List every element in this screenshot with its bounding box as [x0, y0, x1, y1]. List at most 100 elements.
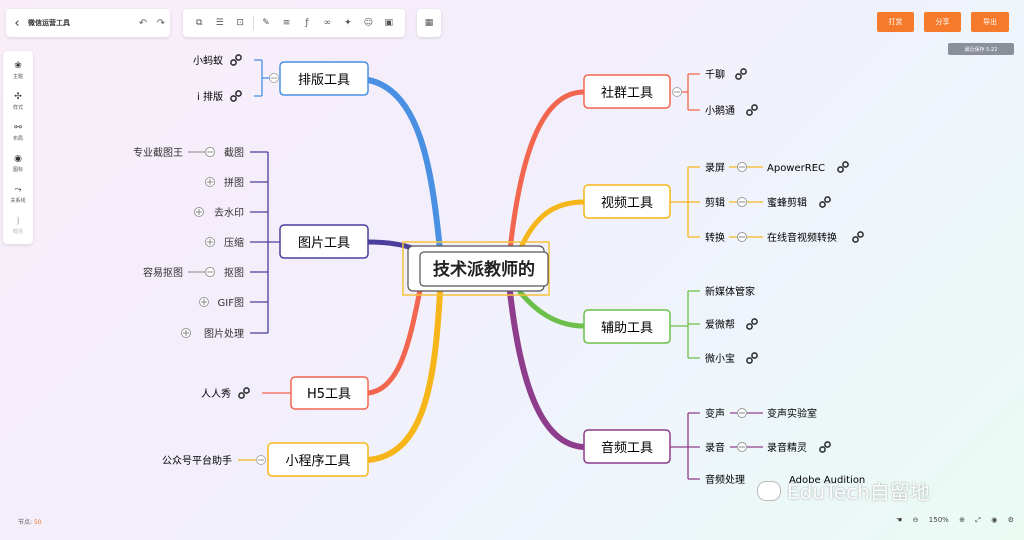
branch-connector [365, 77, 443, 253]
sidebar-item-label: 样式 [12, 105, 23, 111]
leaf-label: 小鹅通 [705, 104, 735, 117]
list-icon[interactable]: ≡ [282, 18, 291, 28]
branch-label: 小程序工具 [285, 454, 350, 469]
leaf-connector [250, 151, 280, 334]
undo-icon[interactable]: ↶ [138, 17, 148, 29]
leaf-label: 音频处理 [705, 473, 745, 486]
sidebar-item-label: 图标 [12, 167, 23, 173]
node-count-label: 节点: [18, 519, 33, 526]
branch-node-community[interactable] [583, 74, 671, 109]
link-icon[interactable] [852, 231, 864, 243]
format-painter-icon[interactable]: ✎ [262, 18, 270, 28]
leaf-label: 去水印 [214, 207, 244, 219]
leaf-connector [670, 166, 700, 238]
subleaf-label: 专业截图王 [133, 146, 183, 159]
link-icon[interactable] [230, 54, 242, 66]
eye-icon[interactable]: ◉ [991, 516, 998, 524]
qrcode-icon[interactable]: ▦ [417, 9, 441, 37]
leaf-label: 拼图 [224, 176, 244, 189]
link-icon[interactable] [837, 161, 849, 173]
leaf-label: 压缩 [224, 236, 244, 249]
leaf-label: 变声 [705, 407, 725, 420]
subleaf-label: 容易抠图 [143, 266, 183, 279]
link-icon[interactable] [735, 68, 747, 80]
branch-node-miniprogram[interactable] [267, 442, 369, 477]
branch-connector [507, 289, 587, 450]
subleaf-label: 在线音视频转换 [767, 231, 837, 244]
leaf-label: GIF图 [218, 297, 244, 309]
leaf-label: 爱微帮 [705, 318, 735, 331]
link-icon[interactable] [746, 318, 758, 330]
zoom-out-icon[interactable]: ⊖ [912, 516, 919, 524]
branch-connector [365, 239, 415, 251]
add-sibling-icon[interactable]: ☰ [215, 18, 224, 28]
leaf-label: i 排版 [197, 90, 223, 103]
sidebar-item-theme[interactable]: ❀主题 [13, 55, 23, 86]
leaf-connector [670, 290, 700, 359]
save-icon[interactable]: ▣ [384, 18, 393, 28]
autosave-status: 最近保存 5:22 [948, 43, 1014, 55]
branch-label: 视频工具 [601, 196, 653, 211]
leaf-label: 图片处理 [204, 327, 244, 340]
redo-icon[interactable]: ↷ [156, 17, 166, 29]
subleaf-label: Adobe Audition [789, 475, 865, 486]
leaf-label: 剪辑 [705, 196, 725, 209]
settings-icon[interactable]: ⚙ [1007, 516, 1014, 524]
sidebar-item-label: 主题 [12, 74, 23, 80]
magic-icon[interactable]: ✦ [344, 18, 352, 28]
sidebar-item-label: 关系线 [10, 198, 26, 204]
fullscreen-icon[interactable]: ⤢ [975, 515, 981, 524]
add-child-icon[interactable]: ⧉ [196, 18, 203, 28]
leaf-label: 小蚂蚁 [193, 54, 223, 67]
layout-icon: ⚯ [14, 123, 22, 133]
hand-icon[interactable]: ☚ [896, 516, 903, 524]
sidebar-item-style[interactable]: ✣ 样式 [13, 86, 23, 117]
sidebar-item-summary[interactable]: ⦘概括 [13, 210, 23, 241]
link-icon[interactable] [230, 90, 242, 102]
leaf-label: 微小宝 [705, 352, 735, 365]
sidebar-item-relation[interactable]: ⤳关系线 [10, 179, 25, 210]
summary-icon: ⦘ [16, 216, 20, 226]
link-icon[interactable] [819, 196, 831, 208]
wechat-icon [757, 480, 781, 501]
leaf-label: 千聊 [705, 68, 725, 81]
formula-icon[interactable]: ƒ [305, 18, 309, 28]
link-icon[interactable] [819, 441, 831, 453]
add-parent-icon[interactable]: ⊡ [236, 18, 244, 28]
sidebar-item-layout[interactable]: ⚯布局 [13, 117, 23, 148]
format-sidebar: ❀主题 ✣ 样式 ⚯布局 ◉ 图标 ⤳关系线 ⦘概括 [3, 51, 33, 244]
sidebar-item-marker[interactable]: ◉ 图标 [13, 148, 23, 179]
marker-icon: ◉ [14, 154, 22, 164]
leaf-label: 转换 [705, 231, 725, 244]
share-button[interactable]: 分享 [924, 12, 961, 32]
link-icon[interactable] [238, 387, 250, 399]
print-button[interactable]: 打赏 [877, 12, 914, 32]
link-icon[interactable] [746, 352, 758, 364]
subleaf-label: ApowerREC [767, 163, 825, 174]
branch-label: 社群工具 [601, 85, 653, 101]
subleaf-label: 变声实验室 [767, 407, 817, 420]
branch-node-layout[interactable] [279, 61, 369, 96]
zoom-in-icon[interactable]: ⊕ [959, 516, 965, 524]
document-title: 微信运营工具 [28, 19, 70, 27]
branch-label: 排版工具 [298, 73, 350, 88]
leaf-label: 录音 [705, 441, 725, 454]
back-icon[interactable]: ‹ [14, 15, 20, 31]
subleaf-label: 录音精灵 [767, 441, 807, 454]
watermark: EduTech自留地 [757, 476, 930, 505]
leaf-connector [254, 59, 270, 97]
watermark-text: EduTech自留地 [787, 480, 930, 504]
root-selection [402, 241, 550, 296]
leaf-connector [670, 412, 700, 480]
style-icon: ✣ [14, 92, 22, 102]
link-icon[interactable] [746, 104, 758, 116]
users-icon[interactable]: ☺ [363, 18, 373, 28]
node-count-value: 50 [33, 519, 42, 526]
zoom-controls: ☚ ⊖ 150% ⊕ ⤢ ◉ ⚙ [896, 512, 1014, 528]
root-node-frame [419, 251, 549, 287]
branch-connector [365, 287, 423, 396]
link-icon[interactable]: ∞ [323, 18, 332, 28]
leaf-label: 公众号平台助手 [162, 454, 232, 467]
export-button[interactable]: 导出 [971, 12, 1009, 32]
node-count: 节点: 50 [18, 517, 42, 526]
